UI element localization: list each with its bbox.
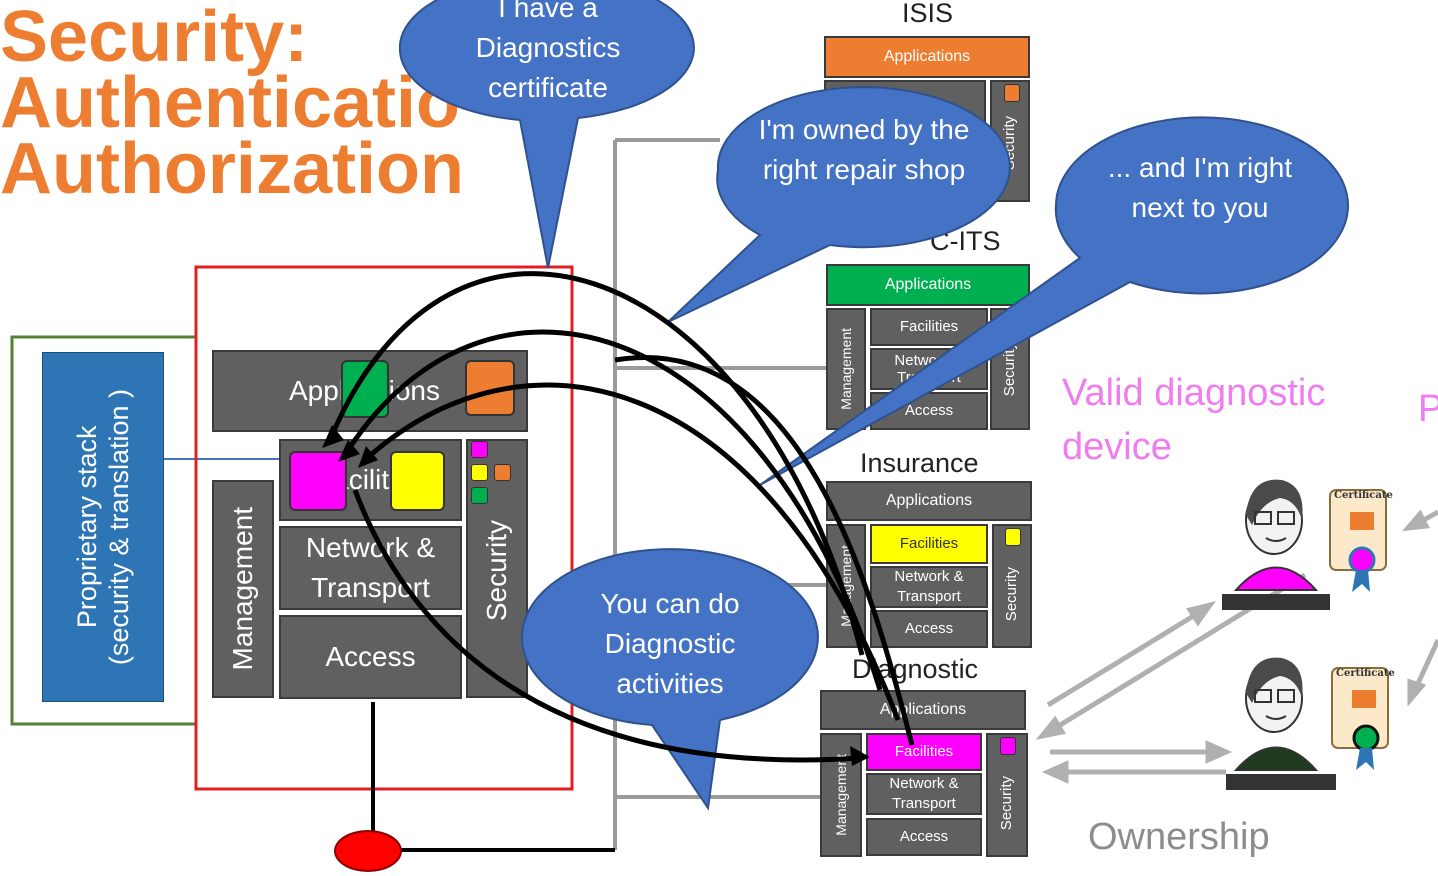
insurance-access-label: Access — [904, 620, 954, 638]
orange-key — [494, 464, 511, 481]
bubble-diagnostic-activities — [520, 548, 819, 811]
cits-facilities-label: Facilities — [899, 318, 959, 336]
vehicle-network-label: Network & Transport — [305, 532, 436, 603]
title-line-3: Authorization — [0, 129, 464, 209]
arrow-cits — [342, 329, 883, 691]
diagnostic-magenta-key — [1000, 737, 1016, 755]
isis-title: ISIS — [902, 0, 954, 28]
cits-access-label: Access — [904, 402, 954, 420]
cits-facilities: Facilities — [870, 308, 988, 346]
bubble-next-to-you — [759, 116, 1349, 486]
green-key — [471, 487, 488, 504]
cits-management: Management — [826, 308, 866, 430]
vehicle-management: Management — [212, 480, 274, 698]
magenta-key — [471, 441, 488, 458]
vehicle-connector-port — [334, 830, 402, 872]
certificate-icon-1 — [1329, 489, 1387, 592]
ownership-label: Ownership — [1088, 816, 1270, 858]
insurance-facilities: Facilities — [870, 524, 988, 564]
insurance-applications: Applications — [826, 481, 1032, 521]
diagnostic-facilities-label: Facilities — [894, 743, 954, 761]
insurance-access: Access — [870, 610, 988, 648]
cits-applications: Applications — [826, 264, 1030, 306]
certificate-label-2: Certificate — [1336, 668, 1395, 679]
cits-applications-label: Applications — [884, 275, 972, 293]
person-icon-magenta — [1222, 479, 1330, 610]
title-line-2: Authenticatio — [0, 63, 460, 143]
yellow-facility-square — [390, 451, 445, 511]
isis-orange-key — [1004, 84, 1020, 102]
diagnostic-network: Network & Transport — [866, 773, 982, 815]
vehicle-access: Access — [279, 615, 462, 699]
diagnostic-applications: Applications — [820, 690, 1026, 730]
proprietary-stack: Proprietary stack (security & translatio… — [42, 352, 164, 702]
person-icon-green — [1226, 657, 1336, 790]
isis-applications: Applications — [824, 36, 1030, 78]
insurance-network-label: Network & Transport — [894, 568, 964, 605]
edge-letter: P — [1418, 388, 1438, 430]
arrow-diagnostic — [352, 489, 861, 763]
bubble-owned — [667, 86, 1011, 323]
bubble-certificate — [398, 0, 695, 269]
bubble-certificate-text: I have a Diagnostics certificate — [475, 0, 621, 103]
insurance-title: Insurance — [860, 448, 979, 478]
insurance-network: Network & Transport — [870, 566, 988, 608]
arrow-insurance — [363, 382, 901, 721]
bubble-diagnostic-text: You can do Diagnostic activities — [600, 588, 740, 699]
diagnostic-access: Access — [866, 818, 982, 856]
bubble-next-to-you-text: ... and I'm right next to you — [1107, 152, 1293, 223]
vehicle-network-transport: Network & Transport — [279, 526, 462, 610]
yellow-key — [471, 464, 488, 481]
vehicle-boundary — [194, 265, 574, 791]
insurance-applications-label: Applications — [885, 491, 973, 509]
insurance-facilities-label: Facilities — [899, 535, 959, 553]
valid-device-label: Valid diagnostic device — [1062, 372, 1326, 468]
certificate-icon-2 — [1331, 667, 1389, 770]
magenta-facility-square — [289, 451, 347, 511]
diagnostic-access-label: Access — [899, 828, 949, 846]
vehicle-access-label: Access — [325, 640, 416, 672]
vehicle-security: Security — [466, 439, 528, 698]
title-line-1: Security: — [0, 0, 309, 77]
diagnostic-facilities: Facilities — [866, 733, 982, 771]
diagnostic-network-label: Network & Transport — [889, 775, 959, 812]
bubble-owned-text: I'm owned by the right repair shop — [758, 114, 970, 185]
insurance-yellow-key — [1005, 528, 1021, 546]
proprietary-bracket — [10, 335, 196, 726]
certificate-label-1: Certificate — [1334, 490, 1393, 501]
isis-applications-label: Applications — [883, 47, 971, 65]
arrow-isis — [327, 271, 865, 656]
